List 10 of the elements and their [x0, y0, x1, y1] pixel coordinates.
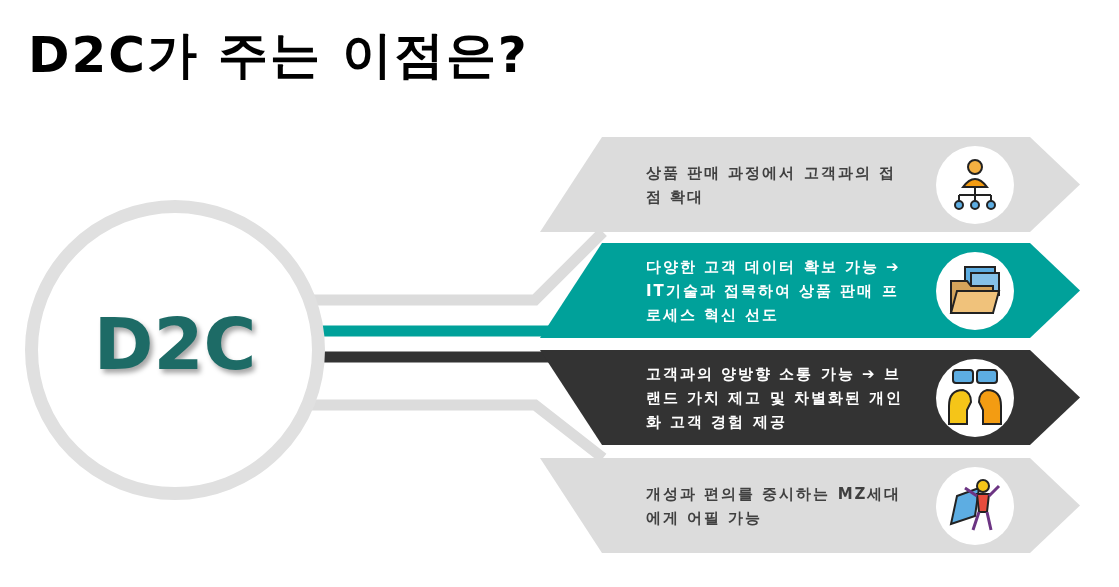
band-text: 고객과의 양방향 소통 가능 ➔ 브랜드 가치 제고 및 차별화된 개인화 고객 경험 제공: [646, 363, 905, 433]
arrow-band: [540, 137, 1080, 232]
title: D2C가 주는 이점은?: [28, 25, 529, 86]
node-label: D2C: [92, 302, 258, 386]
arrow-band: [540, 350, 1080, 445]
band-text: 상품 판매 과정에서 고객과의 접점 확대: [646, 162, 897, 208]
band-text: 다양한 고객 데이터 확보 가능 ➔ IT기술과 접목하여 상품 판매 프로세스 혁신 선도: [646, 256, 902, 326]
band-text: 개성과 편의를 중시하는 MZ세대에게 어필 가능: [646, 483, 903, 529]
arrow-band: [540, 458, 1080, 553]
arrow-band: [540, 243, 1080, 338]
